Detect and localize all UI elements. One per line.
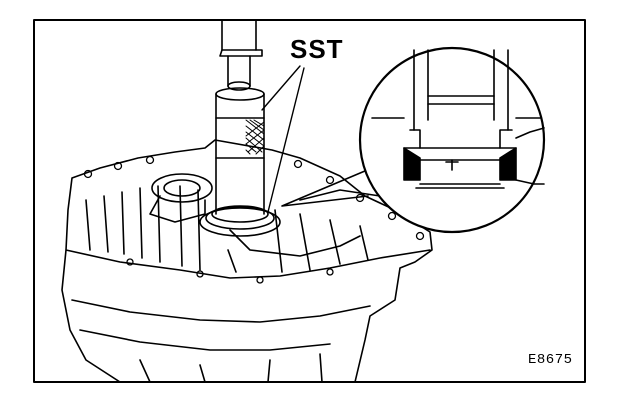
- magnifier-pointer: [281, 167, 373, 207]
- sst-driver: [199, 19, 281, 237]
- transaxle-case: [61, 139, 433, 383]
- figure-border: [33, 19, 586, 383]
- sst-callout-label: SST: [290, 34, 344, 64]
- case-bore: [151, 173, 213, 203]
- flange-bolt-holes: [83, 155, 425, 284]
- figure-code: E8675: [528, 352, 573, 368]
- detail-magnifier: [358, 46, 546, 234]
- knurl-grip: [245, 119, 265, 155]
- sst-leader-lines: [261, 65, 305, 213]
